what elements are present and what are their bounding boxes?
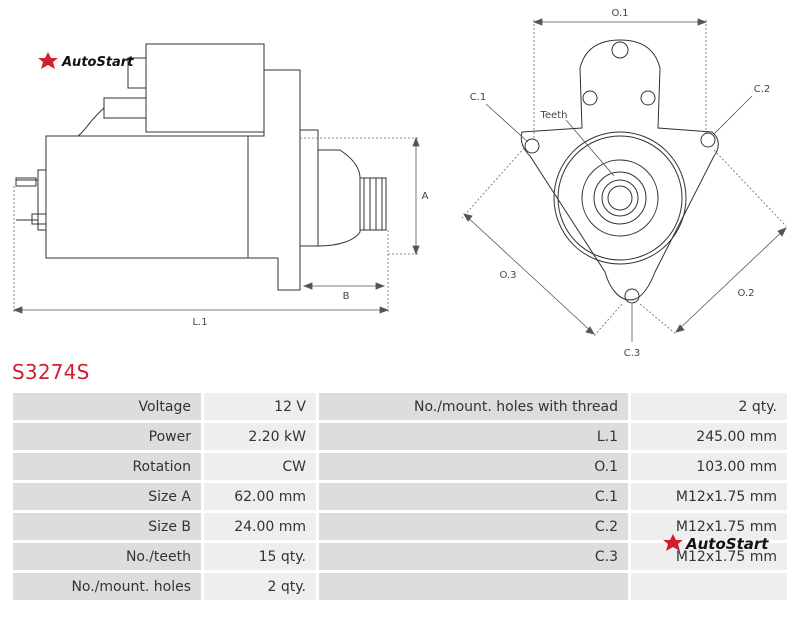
- spec-label: No./mount. holes with thread: [319, 393, 628, 420]
- dim-label-o3: O.3: [499, 270, 516, 281]
- spec-label: C.1: [319, 483, 628, 510]
- technical-drawing: L.1 A B O: [12, 8, 787, 359]
- pinion: [359, 177, 387, 231]
- spec-value: [631, 573, 787, 600]
- gear-outer: [593, 171, 647, 225]
- spec-value: 2 qty.: [631, 393, 787, 420]
- specs-table: Voltage 12 V No./mount. holes with threa…: [10, 390, 790, 603]
- spec-value: M12x1.75 mm: [631, 483, 787, 510]
- spec-value: 245.00 mm: [631, 423, 787, 450]
- dim-label-o1: O.1: [611, 8, 628, 19]
- dim-label-a: A: [422, 191, 429, 202]
- spec-label: L.1: [319, 423, 628, 450]
- spec-label: No./teeth: [13, 543, 201, 570]
- dim-label-c2: C.2: [754, 84, 771, 95]
- table-row: Rotation CW O.1 103.00 mm: [13, 453, 787, 480]
- spec-label: [319, 573, 628, 600]
- spec-label: Size A: [13, 483, 201, 510]
- spec-label: Rotation: [13, 453, 201, 480]
- spec-value: 15 qty.: [204, 543, 316, 570]
- dim-label-o2: O.2: [737, 288, 754, 299]
- spec-label: Power: [13, 423, 201, 450]
- table-row: Power 2.20 kW L.1 245.00 mm: [13, 423, 787, 450]
- spec-label: C.3: [319, 543, 628, 570]
- spec-value: 2.20 kW: [204, 423, 316, 450]
- table-row: No./teeth 15 qty. C.3 M12x1.75 mm: [13, 543, 787, 570]
- brand-logo-top: AutoStart: [38, 52, 134, 70]
- dim-label-l1: L.1: [192, 317, 207, 328]
- spec-value: 62.00 mm: [204, 483, 316, 510]
- spec-label: C.2: [319, 513, 628, 540]
- spec-label: Size B: [13, 513, 201, 540]
- table-row: Voltage 12 V No./mount. holes with threa…: [13, 393, 787, 420]
- dim-label-teeth: Teeth: [540, 110, 568, 121]
- star-icon: [663, 534, 683, 551]
- spec-label: No./mount. holes: [13, 573, 201, 600]
- motor-body: [45, 135, 249, 259]
- solenoid: [145, 43, 265, 133]
- spec-value: 12 V: [204, 393, 316, 420]
- spec-value: M12x1.75 mm: [631, 513, 787, 540]
- dim-label-c1: C.1: [470, 92, 487, 103]
- spec-value: M12x1.75 mm: [631, 543, 787, 570]
- dim-label-b: B: [343, 291, 350, 302]
- spec-label: O.1: [319, 453, 628, 480]
- spec-value: 2 qty.: [204, 573, 316, 600]
- table-row: Size A 62.00 mm C.1 M12x1.75 mm: [13, 483, 787, 510]
- part-number: S3274S: [12, 360, 90, 384]
- svg-text:AutoStart: AutoStart: [61, 55, 134, 70]
- dim-label-c3: C.3: [624, 348, 641, 359]
- brand-name: AutoStart: [686, 535, 769, 553]
- spec-value: CW: [204, 453, 316, 480]
- brand-logo-bottom: AutoStart: [663, 534, 768, 554]
- spec-label: Voltage: [13, 393, 201, 420]
- spec-value: 103.00 mm: [631, 453, 787, 480]
- mounting-flange: [520, 39, 719, 301]
- table-row: No./mount. holes 2 qty.: [13, 573, 787, 600]
- table-row: Size B 24.00 mm C.2 M12x1.75 mm: [13, 513, 787, 540]
- spec-value: 24.00 mm: [204, 513, 316, 540]
